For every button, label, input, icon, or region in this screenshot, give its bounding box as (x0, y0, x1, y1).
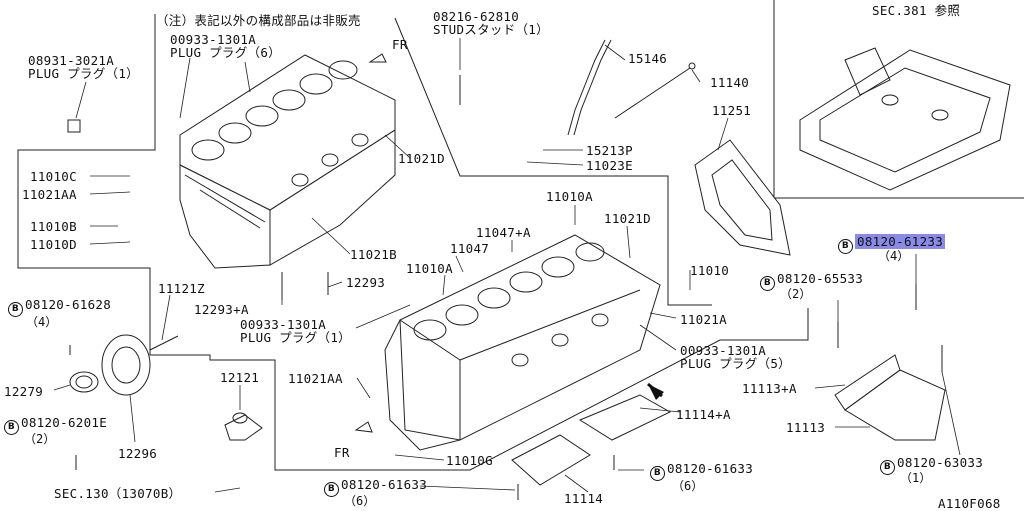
bolt-08120-61233-number-highlighted: 08120-61233 (855, 234, 946, 249)
dipstick-gauge (614, 67, 691, 119)
bracket-12121 (224, 414, 263, 441)
part-11010D[interactable]: 11010D (30, 237, 77, 252)
bolt-symbol: B (4, 420, 19, 435)
part-00933-1301A-right-name: PLUG プラグ（5） (680, 356, 791, 371)
bolt-08120-61233-qty: （4） (878, 249, 910, 263)
bolt-08120-6201E-qty: （2） (24, 432, 56, 446)
part-11047[interactable]: 11047 (450, 241, 490, 256)
part-00933-1301A-top-name: PLUG プラグ（6） (170, 45, 281, 60)
bolt-08120-61628-qty: （4） (26, 315, 58, 329)
part-00933-1301A-mid-name: PLUG プラグ（1） (240, 330, 351, 345)
part-12293-A[interactable]: 12293+A (194, 302, 249, 317)
sec381-reference[interactable]: SEC.381 参照 (872, 3, 961, 18)
part-11021D-top[interactable]: 11021D (398, 151, 445, 166)
bolt-symbol: B (760, 276, 775, 291)
leader-lines (53, 38, 961, 493)
baffle-11114a (578, 394, 672, 441)
part-11113[interactable]: 11113 (786, 420, 826, 435)
part-11010B[interactable]: 11010B (30, 219, 77, 234)
bolt-symbol: B (880, 460, 895, 475)
diagram-id: A110F068 (938, 496, 1001, 511)
dipstick-tube (567, 39, 606, 136)
part-11023E[interactable]: 11023E (586, 158, 633, 173)
rear-plate-inner (711, 159, 773, 241)
bolt-08120-61633-right-number: 08120-61633 (667, 461, 754, 476)
fr-arrow-top (368, 53, 387, 63)
upper-cylinder-block (179, 54, 396, 269)
part-11010[interactable]: 11010 (690, 263, 730, 278)
bolt-08120-65533-number: 08120-65533 (777, 271, 864, 286)
bolt-08120-61633-right-qty: （6） (672, 479, 704, 493)
part-00933-1301A-right[interactable]: 00933-1301A (680, 343, 767, 358)
fr-arrow-bottom (354, 421, 373, 433)
bolt-symbol: B (8, 302, 23, 317)
note-not-sold: （注）表記以外の構成部品は非販売 (156, 13, 361, 28)
part-11010A-top[interactable]: 11010A (546, 189, 593, 204)
part-11021D-mid[interactable]: 11021D (604, 211, 651, 226)
rear-plate (694, 139, 791, 256)
part-00933-1301A-top[interactable]: 00933-1301A (170, 32, 257, 47)
part-11113-A[interactable]: 11113+A (742, 381, 797, 396)
part-11010G[interactable]: 11010G (446, 453, 493, 468)
part-15213P[interactable]: 15213P (586, 143, 633, 158)
sensor-plug (149, 335, 179, 351)
bolt-symbol: B (838, 239, 853, 254)
bolt-symbol: B (324, 482, 339, 497)
part-15146[interactable]: 15146 (628, 51, 668, 66)
bolt-08120-61633-bottom-qty: （6） (344, 494, 376, 508)
part-11140[interactable]: 11140 (710, 75, 750, 90)
part-08216-62810[interactable]: 08216-62810 (433, 9, 520, 24)
oil-pan (799, 47, 1011, 191)
part-11121Z[interactable]: 11121Z (158, 281, 205, 296)
bolt-symbol: B (650, 466, 665, 481)
bolt-08120-61633-bottom-number: 08120-61633 (341, 477, 428, 492)
part-08931-3021A-name: PLUG プラグ（1） (28, 66, 139, 81)
part-12279[interactable]: 12279 (4, 384, 44, 399)
sec130-reference[interactable]: SEC.130（13070B） (54, 486, 182, 501)
fr-label-bottom: FR (334, 445, 350, 460)
lower-cylinder-block (384, 234, 661, 451)
part-11021B[interactable]: 11021B (350, 247, 397, 262)
part-11021A[interactable]: 11021A (680, 312, 727, 327)
part-08216-62810-name: STUDスタッド（1） (433, 22, 549, 37)
part-11010C[interactable]: 11010C (30, 169, 77, 184)
part-11114[interactable]: 11114 (564, 491, 604, 506)
part-11010A-mid[interactable]: 11010A (406, 261, 453, 276)
bolt-08120-65533-qty: （2） (780, 287, 812, 301)
part-08931-3021A[interactable]: 08931-3021A (28, 53, 115, 68)
bolt-08120-63033-qty: （1） (900, 471, 932, 485)
rear-seal-retainer (101, 334, 151, 396)
fr-label-top: FR (392, 37, 408, 52)
group-frame (394, 17, 712, 306)
bolt-08120-63033-number: 08120-63033 (897, 455, 984, 470)
bolt-08120-6201E-number: 08120-6201E (21, 415, 108, 430)
oil-seal (69, 371, 99, 393)
stiffener-11113 (844, 369, 946, 441)
part-12293[interactable]: 12293 (346, 275, 386, 290)
part-12121[interactable]: 12121 (220, 370, 260, 385)
part-11114-A[interactable]: 11114+A (676, 407, 731, 422)
part-11021AA-bottom[interactable]: 11021AA (288, 371, 343, 386)
part-11251[interactable]: 11251 (712, 103, 752, 118)
plug-08931 (67, 119, 81, 133)
group-frame (17, 14, 809, 471)
part-12296[interactable]: 12296 (118, 446, 158, 461)
part-11021AA-top[interactable]: 11021AA (22, 187, 77, 202)
bolt-08120-61628-number: 08120-61628 (25, 297, 112, 312)
stiffener-11113a (834, 354, 901, 411)
part-00933-1301A-mid[interactable]: 00933-1301A (240, 317, 327, 332)
baffle-11114 (511, 434, 591, 486)
part-11047-A[interactable]: 11047+A (476, 225, 531, 240)
dipstick-tube (573, 39, 612, 136)
